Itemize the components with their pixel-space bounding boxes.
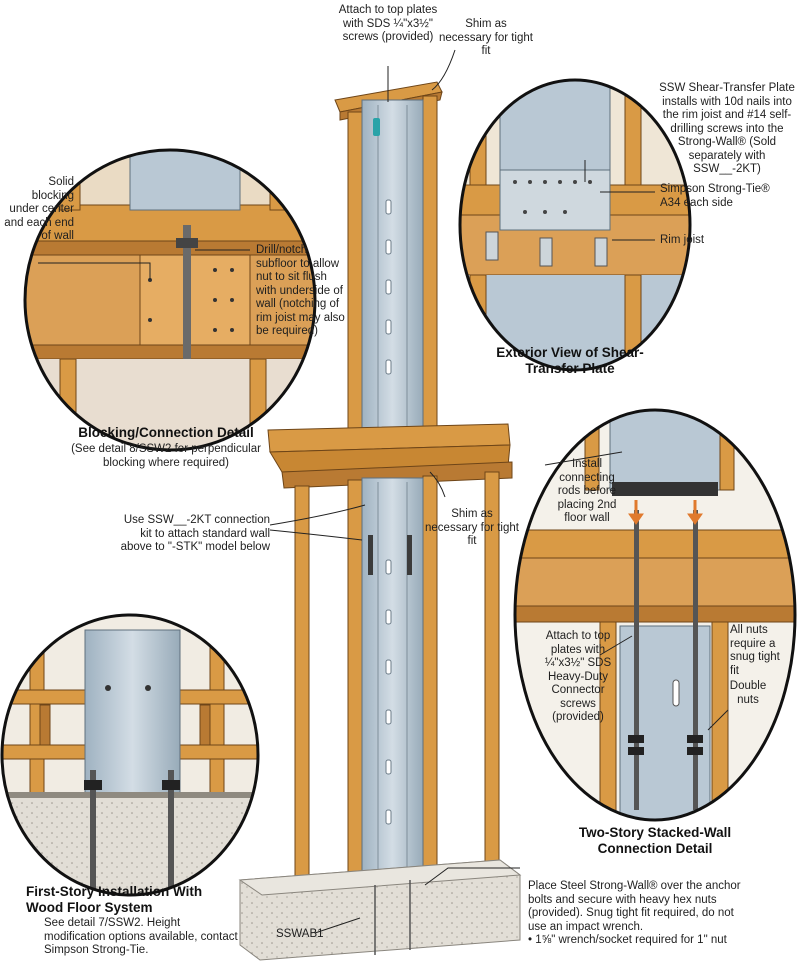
callout-rim-joist: Rim joist: [660, 234, 705, 246]
callout-shim-top: Shim as necessary for tight fit: [439, 18, 533, 57]
callout-drill-notch: Drill/notch subfloor to allow nut to sit…: [256, 244, 345, 337]
leader-lines: [38, 49, 729, 934]
callout-double-nuts: Double nuts: [729, 680, 767, 706]
callout-a34: Simpson Strong-Tie® A34 each side: [660, 183, 770, 209]
callout-wrench: • 1⅝" wrench/socket required for 1" nut: [528, 934, 727, 946]
main-wall-assembly: [238, 81, 522, 961]
callout-attach-top: Attach to top plates with SDS ¼"x3½" scr…: [338, 4, 438, 43]
first-story-circle: [0, 613, 260, 897]
exterior-view-oval: [458, 78, 692, 372]
two-story-title: Two-Story Stacked-Wall Connection Detail: [578, 825, 732, 856]
callout-use-kit: Use SSW__-2KT connection kit to attach s…: [120, 514, 270, 553]
callout-solid-blocking: Solid blocking under center and each end…: [4, 176, 74, 242]
callout-all-nuts: All nuts require a snug tight fit: [730, 624, 780, 677]
callout-sswab1: SSWAB1: [276, 928, 324, 940]
callout-ssw-plate: SSW Shear-Transfer Plate installs with 1…: [659, 82, 795, 175]
callout-attach-top2: Attach to top plates with ¼"x3½" SDS Hea…: [544, 630, 612, 723]
first-story-title: First-Story Installation With Wood Floor…: [26, 884, 203, 915]
first-story-note: See detail 7/SSW2. Height modification o…: [44, 917, 238, 956]
callout-place-steel: Place Steel Strong-Wall® over the anchor…: [528, 880, 741, 933]
blocking-detail-note: (See detail 8/SSW2 for perpendicular blo…: [71, 443, 261, 469]
exterior-view-title: Exterior View of Shear-Transfer Plate: [496, 345, 644, 376]
callout-shim-mid: Shim as necessary for tight fit: [425, 508, 519, 547]
callout-install-rods: Install connecting rods before placing 2…: [557, 458, 617, 524]
blocking-detail-title: Blocking/Connection Detail: [78, 425, 254, 440]
two-story-oval: [513, 408, 797, 822]
